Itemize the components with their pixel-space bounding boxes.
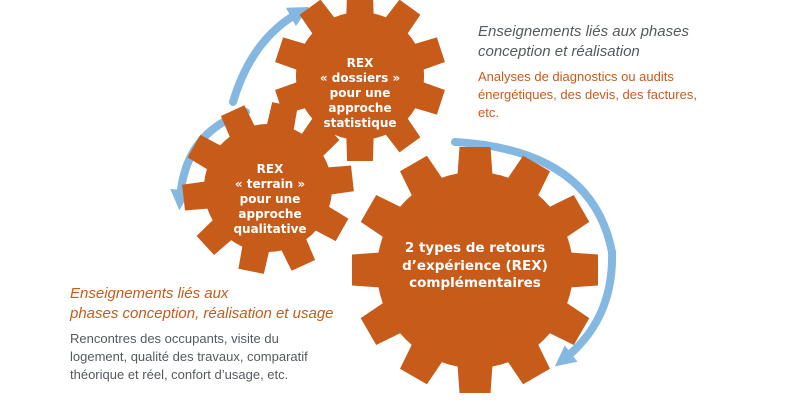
gear-big-label: 2 types de retours d’expérience (REX) co… bbox=[380, 240, 570, 293]
caption-bottom-heading-line: Enseignements liés aux bbox=[70, 285, 229, 302]
gear-top-line: « dossiers » bbox=[319, 71, 401, 85]
caption-top: Enseignements liés aux phases conception… bbox=[478, 22, 697, 122]
arrow-right-curve bbox=[451, 138, 617, 367]
caption-top-body-line: énergétiques, des devis, des factures, bbox=[478, 87, 697, 102]
caption-top-heading: Enseignements liés aux phases conception… bbox=[478, 22, 697, 62]
gear-top bbox=[275, 0, 445, 161]
gear-left-label: REX « terrain » pour une approche qualit… bbox=[215, 162, 325, 237]
caption-bottom-body-line: théorique et réel, confort d’usage, etc. bbox=[70, 367, 289, 382]
gear-top-line: approche bbox=[328, 101, 392, 115]
gear-left-line: REX bbox=[256, 162, 284, 176]
gear-left-line: qualitative bbox=[233, 222, 307, 236]
caption-bottom-body: Rencontres des occupants, visite du loge… bbox=[70, 330, 334, 384]
caption-top-heading-line: Enseignements liés aux phases bbox=[478, 23, 689, 40]
caption-bottom-heading: Enseignements liés aux phases conception… bbox=[70, 284, 334, 324]
caption-top-body-line: etc. bbox=[478, 105, 499, 120]
gear-top-line: pour une bbox=[329, 86, 391, 100]
gear-left bbox=[182, 102, 354, 274]
caption-bottom-body-line: Rencontres des occupants, visite du bbox=[70, 331, 279, 346]
gear-left-line: pour une bbox=[239, 192, 301, 206]
gear-top-label: REX « dossiers » pour une approche stati… bbox=[312, 56, 408, 131]
gear-big-line: d’expérience (REX) bbox=[402, 257, 548, 274]
caption-top-body-line: Analyses de diagnostics ou audits bbox=[478, 69, 674, 84]
gear-big-line: 2 types de retours bbox=[404, 240, 546, 256]
caption-bottom-body-line: logement, qualité des travaux, comparati… bbox=[70, 349, 308, 364]
caption-top-heading-line: conception et réalisation bbox=[478, 43, 640, 60]
gear-left-line: approche bbox=[238, 207, 302, 221]
gear-big bbox=[352, 147, 598, 393]
gear-big-line: complémentaires bbox=[409, 275, 541, 292]
caption-bottom-heading-line: phases conception, réalisation et usage bbox=[70, 305, 334, 322]
gear-top-line: statistique bbox=[323, 116, 397, 130]
gear-left-line: « terrain » bbox=[234, 177, 306, 191]
arrow-top-curve bbox=[229, 7, 310, 106]
caption-bottom: Enseignements liés aux phases conception… bbox=[70, 284, 334, 384]
caption-top-body: Analyses de diagnostics ou audits énergé… bbox=[478, 68, 697, 122]
gear-top-line: REX bbox=[346, 56, 374, 70]
